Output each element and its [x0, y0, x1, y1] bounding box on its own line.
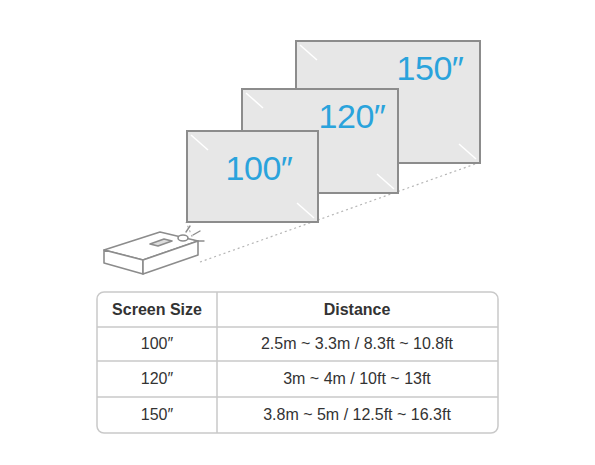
light-rays	[186, 226, 204, 241]
glare-line	[191, 135, 208, 150]
glare-line	[246, 93, 263, 108]
table-cell: 2.5m ~ 3.3m / 8.3ft ~ 10.8ft	[261, 335, 453, 353]
table-cell: 100″	[141, 335, 173, 353]
glare-line	[377, 174, 394, 189]
table-cell: 150″	[141, 406, 173, 424]
glare-line	[300, 45, 317, 60]
projection-screen: 100″	[186, 130, 319, 223]
screen-size: 100″	[226, 149, 293, 188]
table-cell: 120″	[141, 370, 173, 388]
table-header: Screen Size	[112, 301, 202, 319]
screen-size: 150″	[397, 49, 464, 88]
glare-line	[459, 144, 476, 159]
table-grid	[97, 292, 498, 433]
glare-line	[297, 203, 314, 218]
table-header: Distance	[324, 301, 391, 319]
screen-size: 120″	[319, 97, 386, 136]
projector	[104, 232, 198, 274]
table-cell: 3m ~ 4m / 10ft ~ 13ft	[283, 370, 431, 388]
table-cell: 3.8m ~ 5m / 12.5ft ~ 16.3ft	[263, 406, 451, 424]
